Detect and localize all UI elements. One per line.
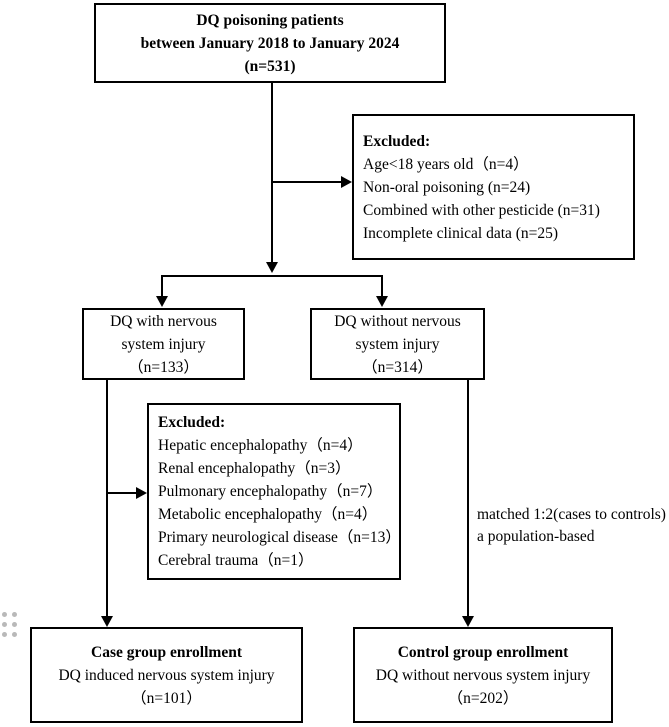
- source-cohort-line-1: DQ poisoning patients: [196, 11, 344, 29]
- arrow-to-exclusion-secondary: [136, 487, 147, 499]
- control-group-line-1: DQ without nervous system injury: [375, 666, 591, 684]
- source-cohort-line-2: between January 2018 to January 2024: [140, 34, 400, 52]
- annotation-matching-line-1: matched 1:2(cases to controls): [477, 506, 666, 523]
- connector-split-right-drop: [381, 275, 383, 297]
- grip-dot: [2, 632, 7, 637]
- exclusion-primary-line-4: Incomplete clinical data (n=25): [363, 224, 559, 242]
- arrow-to-control-group: [462, 616, 474, 627]
- node-control-group: Control group enrollment DQ without nerv…: [353, 627, 613, 723]
- exclusion-secondary-line-4: Metabolic encephalopathy（n=4）: [158, 506, 378, 523]
- with-injury-line-1: DQ with nervous: [110, 312, 217, 330]
- drag-handle-icon[interactable]: [2, 612, 17, 637]
- with-injury-line-3: （n=133）: [128, 358, 199, 376]
- grip-dot: [12, 612, 17, 617]
- without-injury-line-3: （n=314）: [362, 358, 433, 376]
- control-group-line-2: （n=202）: [447, 689, 519, 707]
- exclusion-primary-heading: Excluded:: [363, 132, 431, 150]
- grip-dot: [2, 622, 7, 627]
- exclusion-primary-line-2: Non-oral poisoning (n=24): [363, 178, 531, 196]
- node-source-cohort: DQ poisoning patients between January 20…: [94, 3, 446, 83]
- exclusion-secondary-line-6: Cerebral trauma（n=1）: [158, 552, 314, 569]
- arrow-to-with-injury: [156, 296, 168, 307]
- exclusion-secondary-line-5: Primary neurological disease（n=13）: [158, 529, 401, 546]
- without-injury-line-2: system injury: [355, 335, 440, 353]
- without-injury-line-1: DQ without nervous: [334, 312, 461, 330]
- grip-dot: [12, 632, 17, 637]
- grip-dot: [12, 622, 17, 627]
- arrow-source-to-split: [266, 262, 278, 273]
- exclusion-secondary-line-3: Pulmonary encephalopathy（n=7）: [158, 483, 383, 500]
- exclusion-secondary-line-1: Hepatic encephalopathy（n=4）: [158, 437, 363, 454]
- annotation-matching-line-2: a population-based: [477, 528, 595, 545]
- node-case-group: Case group enrollment DQ induced nervous…: [30, 627, 303, 723]
- case-group-line-1: DQ induced nervous system injury: [58, 666, 275, 684]
- exclusion-primary-line-3: Combined with other pesticide (n=31): [363, 201, 600, 219]
- with-injury-line-2: system injury: [121, 335, 206, 353]
- node-without-injury: DQ without nervous system injury （n=314）: [310, 308, 485, 380]
- connector-source-to-split: [271, 83, 273, 262]
- connector-without-injury-to-control: [467, 380, 469, 618]
- arrow-to-case-group: [101, 616, 113, 627]
- case-group-line-2: （n=101）: [131, 689, 202, 707]
- exclusion-primary-line-1: Age<18 years old（n=4）: [363, 155, 529, 173]
- source-cohort-line-3: (n=531): [244, 57, 296, 75]
- connector-with-injury-to-exclusion-secondary: [106, 492, 136, 494]
- node-exclusion-primary: Excluded: Age<18 years old（n=4） Non-oral…: [352, 114, 635, 260]
- connector-split-left-drop: [161, 275, 163, 297]
- exclusion-secondary-heading: Excluded:: [158, 414, 226, 431]
- arrow-to-without-injury: [376, 296, 388, 307]
- case-group-title: Case group enrollment: [91, 643, 242, 661]
- exclusion-secondary-line-2: Renal encephalopathy（n=3）: [158, 460, 351, 477]
- grip-dot: [2, 612, 7, 617]
- node-exclusion-secondary: Excluded: Hepatic encephalopathy（n=4） Re…: [147, 403, 401, 580]
- connector-source-to-exclusion-primary: [271, 181, 341, 183]
- arrow-to-exclusion-primary: [341, 176, 352, 188]
- node-with-injury: DQ with nervous system injury （n=133）: [82, 308, 245, 380]
- control-group-title: Control group enrollment: [397, 643, 569, 661]
- connector-with-injury-to-case: [106, 380, 108, 618]
- connector-split-bar: [161, 275, 383, 277]
